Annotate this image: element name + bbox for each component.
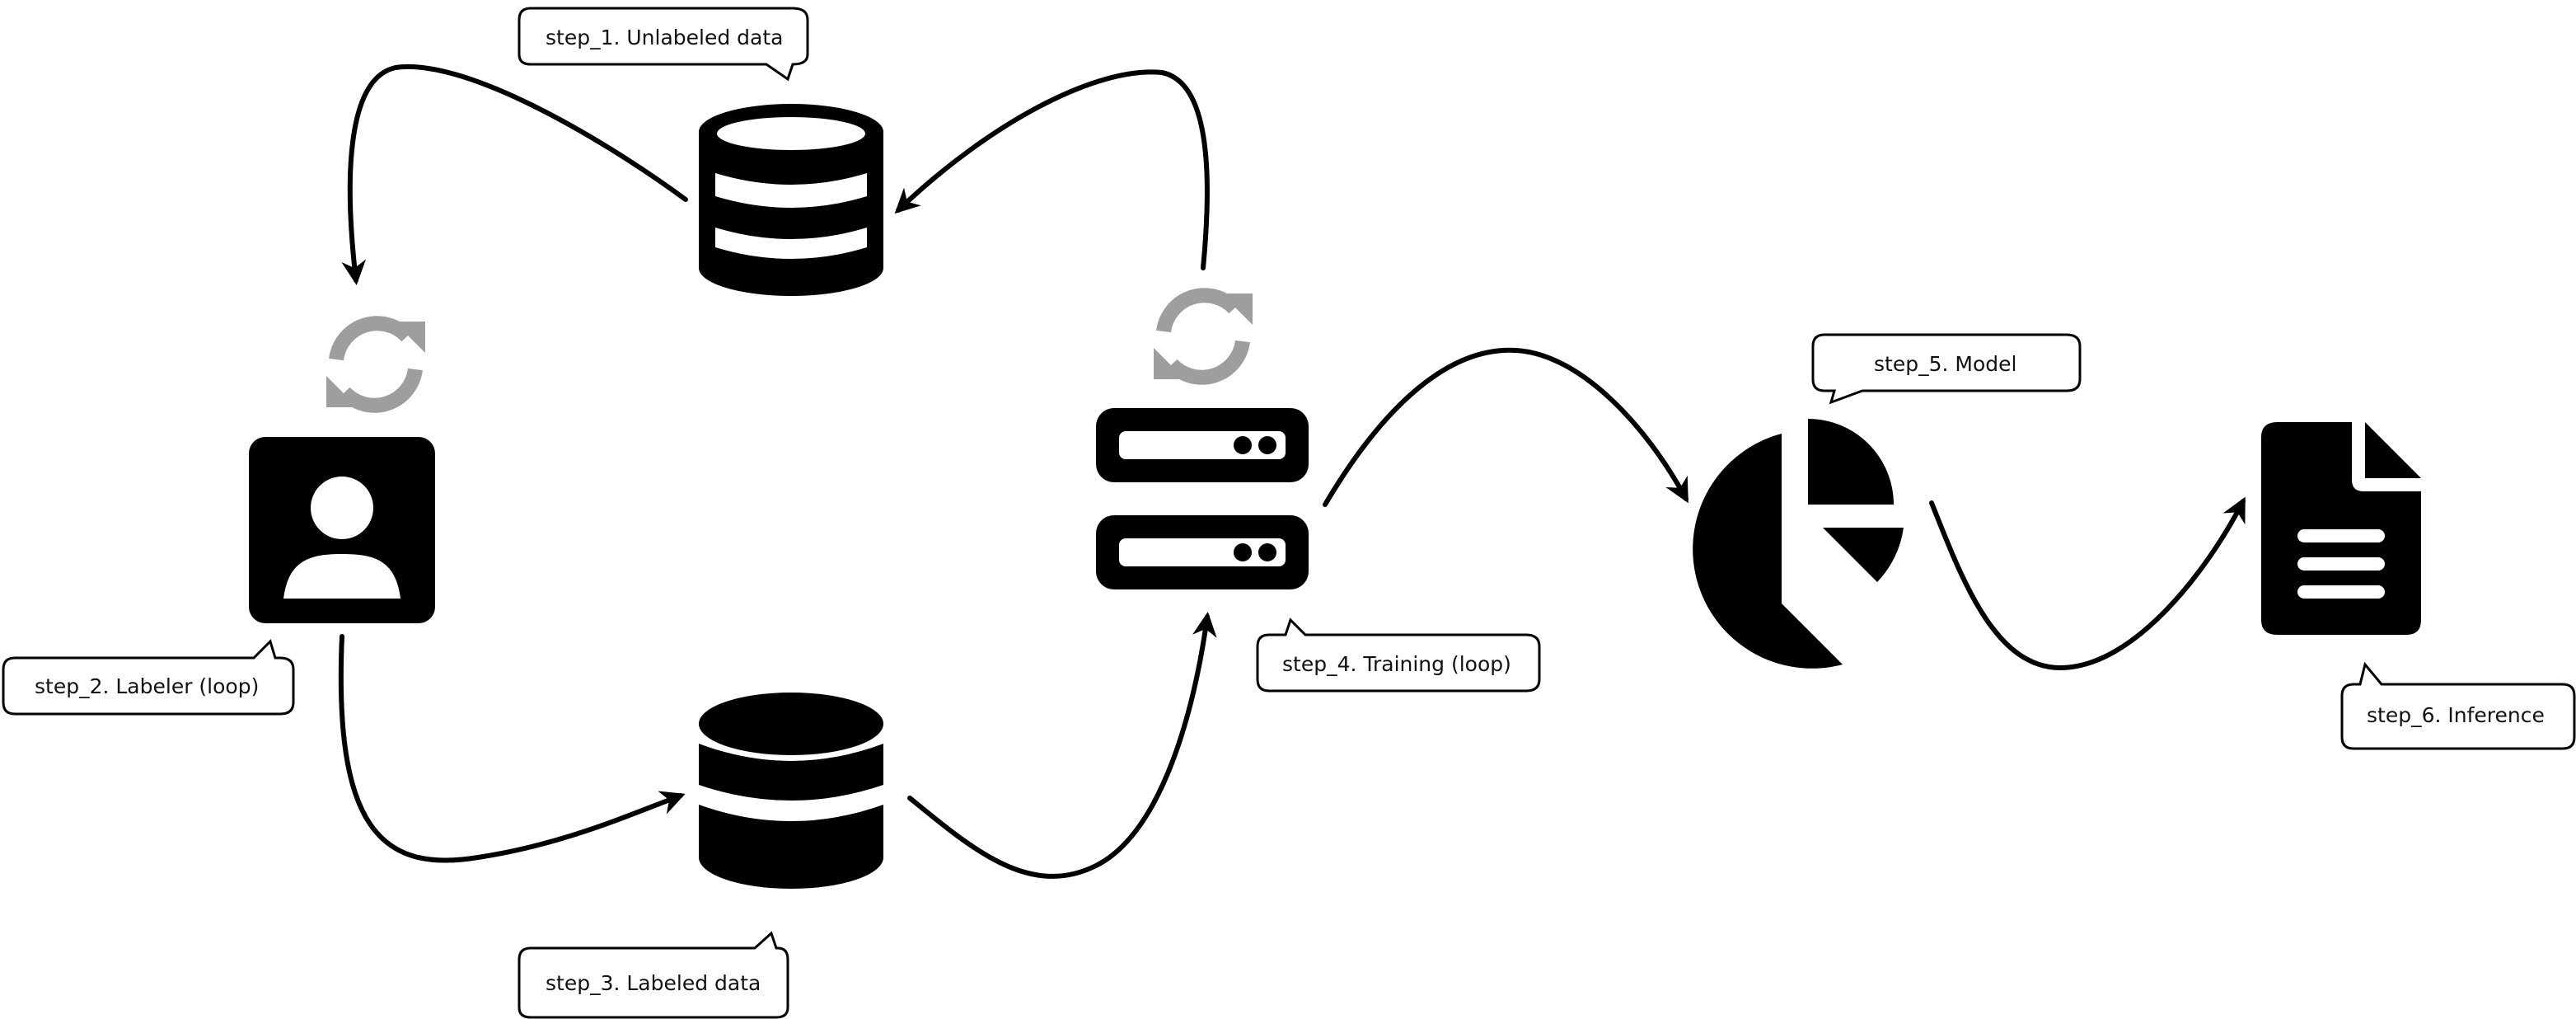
step-1-callout: step_1. Unlabeled data: [518, 7, 809, 82]
step-4-callout: step_4. Training (loop): [1256, 618, 1541, 693]
refresh-icon: [326, 316, 425, 413]
arrow-labeler-to-labeled: [338, 634, 686, 863]
step-2-label: step_2. Labeler (loop): [35, 674, 259, 698]
step-6-callout: step_6. Inference: [2340, 661, 2576, 750]
connectors: [338, 63, 2246, 879]
arrow-training-to-model: [1323, 347, 1688, 507]
arrow-unlabeled-to-labeler: [341, 63, 688, 285]
step-6-label: step_6. Inference: [2367, 703, 2545, 727]
step-5-label: step_5. Model: [1874, 352, 2016, 376]
arrow-model-to-inference: [1929, 496, 2246, 671]
pie-chart-icon: [1693, 419, 1904, 669]
user-account-icon: [249, 437, 435, 623]
arrow-training-to-unlabeled: [894, 69, 1210, 270]
step-5-callout: step_5. Model: [1811, 333, 2082, 405]
step-3-callout: step_3. Labeled data: [518, 931, 789, 1019]
step-3-label: step_3. Labeled data: [546, 971, 761, 995]
database-icon: [699, 693, 883, 889]
arrow-labeled-to-training: [907, 612, 1217, 879]
database-outline-icon: [699, 104, 883, 296]
document-icon: [2261, 422, 2421, 635]
step-2-callout: step_2. Labeler (loop): [2, 639, 295, 716]
step-1-label: step_1. Unlabeled data: [546, 26, 784, 49]
server-icon: [1096, 408, 1309, 589]
refresh-icon: [1154, 288, 1253, 385]
step-4-label: step_4. Training (loop): [1282, 652, 1511, 676]
